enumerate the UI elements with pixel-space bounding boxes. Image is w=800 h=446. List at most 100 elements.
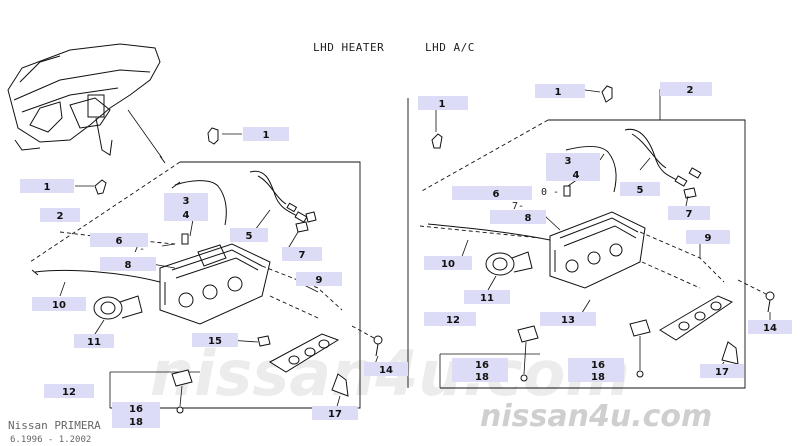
callout-a2: 2 xyxy=(660,82,712,96)
svg-text:10: 10 xyxy=(441,259,455,270)
callout-a18: 18 xyxy=(452,370,508,383)
callout-a16b: 16 xyxy=(568,358,624,371)
heater-parts xyxy=(31,127,383,414)
svg-text:12: 12 xyxy=(62,387,76,398)
dashboard-illustration xyxy=(7,43,166,164)
callout-a5: 5 xyxy=(620,182,660,196)
svg-text:17: 17 xyxy=(328,409,342,420)
svg-text:15: 15 xyxy=(208,336,222,347)
ac-control-unit-8 xyxy=(549,211,646,289)
callout-h5: 5 xyxy=(230,228,268,242)
svg-text:18: 18 xyxy=(591,372,605,383)
heater-note-7: 7- xyxy=(133,244,145,255)
heater-control-unit-8 xyxy=(159,243,271,325)
svg-text:5: 5 xyxy=(246,231,253,242)
ac-bezel-9 xyxy=(639,231,734,341)
ac-connector-16-left xyxy=(517,325,539,343)
ac-bulb-18-right xyxy=(636,370,644,378)
callout-a6: 6 xyxy=(452,186,532,200)
callout-h3: 3 xyxy=(164,193,208,207)
svg-text:18: 18 xyxy=(475,372,489,383)
callout-h12: 12 xyxy=(44,384,94,398)
callout-a12: 12 xyxy=(424,312,476,326)
callout-a10: 10 xyxy=(424,256,472,270)
svg-text:14: 14 xyxy=(379,365,393,376)
ac-bulb-18-left xyxy=(520,374,528,382)
svg-text:17: 17 xyxy=(715,367,729,378)
ac-parts xyxy=(427,85,775,382)
ac-knob-1-left xyxy=(431,133,443,149)
callout-h1b: 1 xyxy=(20,179,74,193)
heater-clip-4 xyxy=(181,233,189,245)
heater-knob-1-top xyxy=(207,127,219,145)
heater-bulb-18 xyxy=(176,406,184,414)
svg-text:6: 6 xyxy=(116,236,123,247)
callout-a17: 17 xyxy=(700,364,744,378)
svg-text:3: 3 xyxy=(565,156,572,167)
callout-h6: 6 xyxy=(90,233,148,247)
ac-motor-11 xyxy=(485,251,533,276)
heater-callouts: 1 1 2 3 4 5 6 7 8 9 10 11 12 14 15 16 18… xyxy=(20,127,408,428)
callout-a7: 7 xyxy=(668,206,710,220)
svg-text:13: 13 xyxy=(561,315,575,326)
watermark-text: nissan4u.com xyxy=(480,399,712,434)
callout-h8: 8 xyxy=(100,257,156,271)
callout-h11: 11 xyxy=(74,334,114,348)
svg-text:7: 7 xyxy=(686,209,693,220)
svg-text:16: 16 xyxy=(591,360,605,371)
ac-frame xyxy=(407,89,746,389)
callout-h15: 15 xyxy=(192,333,238,347)
svg-text:11: 11 xyxy=(480,293,494,304)
ac-cable-10 xyxy=(427,223,551,241)
callout-a4: 4 xyxy=(546,167,600,181)
callout-h16: 16 xyxy=(112,402,160,415)
callout-h1a: 1 xyxy=(243,127,289,141)
ac-screw-14 xyxy=(737,279,775,313)
callout-h4: 4 xyxy=(164,207,208,221)
ac-note-7: 7- xyxy=(512,201,524,212)
ac-knob-1-top xyxy=(601,85,613,103)
heater-harness-5 xyxy=(249,170,301,219)
svg-text:2: 2 xyxy=(687,85,694,96)
svg-text:2: 2 xyxy=(57,211,64,222)
callout-h10: 10 xyxy=(32,297,86,311)
callout-h2: 2 xyxy=(40,208,80,222)
callout-a1a: 1 xyxy=(535,84,585,98)
ac-connector-16-right xyxy=(629,319,651,337)
heater-bezel-9 xyxy=(261,265,343,373)
ac-callouts: 1 1 2 3 4 5 6 7 8 9 10 11 12 13 14 16 18… xyxy=(418,82,792,383)
svg-text:9: 9 xyxy=(316,275,323,286)
footer-dates: 6.1996 - 1.2002 xyxy=(10,435,91,445)
callout-a14: 14 xyxy=(748,320,792,334)
callout-h18: 18 xyxy=(112,415,160,428)
callout-h14: 14 xyxy=(364,362,408,376)
callout-a1b: 1 xyxy=(418,96,468,110)
heater-knob-1-left xyxy=(94,179,107,195)
ac-knob-17 xyxy=(721,341,739,365)
svg-text:16: 16 xyxy=(475,360,489,371)
title-ac: LHD A/C xyxy=(425,41,475,54)
svg-text:16: 16 xyxy=(129,404,143,415)
svg-text:9: 9 xyxy=(705,233,712,244)
svg-text:6: 6 xyxy=(493,189,500,200)
callout-a9: 9 xyxy=(686,230,730,244)
callout-h9: 9 xyxy=(296,272,342,286)
callout-a11: 11 xyxy=(464,290,510,304)
callout-a13: 13 xyxy=(540,312,596,326)
svg-text:3: 3 xyxy=(183,196,190,207)
svg-text:11: 11 xyxy=(87,337,101,348)
svg-text:8: 8 xyxy=(125,260,132,271)
svg-text:7: 7 xyxy=(299,250,306,261)
callout-h17: 17 xyxy=(312,406,358,420)
svg-text:5: 5 xyxy=(637,185,644,196)
title-heater: LHD HEATER xyxy=(313,41,384,54)
svg-text:12: 12 xyxy=(446,315,460,326)
callout-h7: 7 xyxy=(282,247,322,261)
svg-text:1: 1 xyxy=(439,99,446,110)
svg-text:1: 1 xyxy=(44,182,51,193)
ac-cable-3 xyxy=(565,146,617,193)
heater-cable-3 xyxy=(174,180,227,226)
svg-text:18: 18 xyxy=(129,417,143,428)
callout-a8: 8 xyxy=(490,210,546,224)
callout-a3: 3 xyxy=(546,153,600,167)
